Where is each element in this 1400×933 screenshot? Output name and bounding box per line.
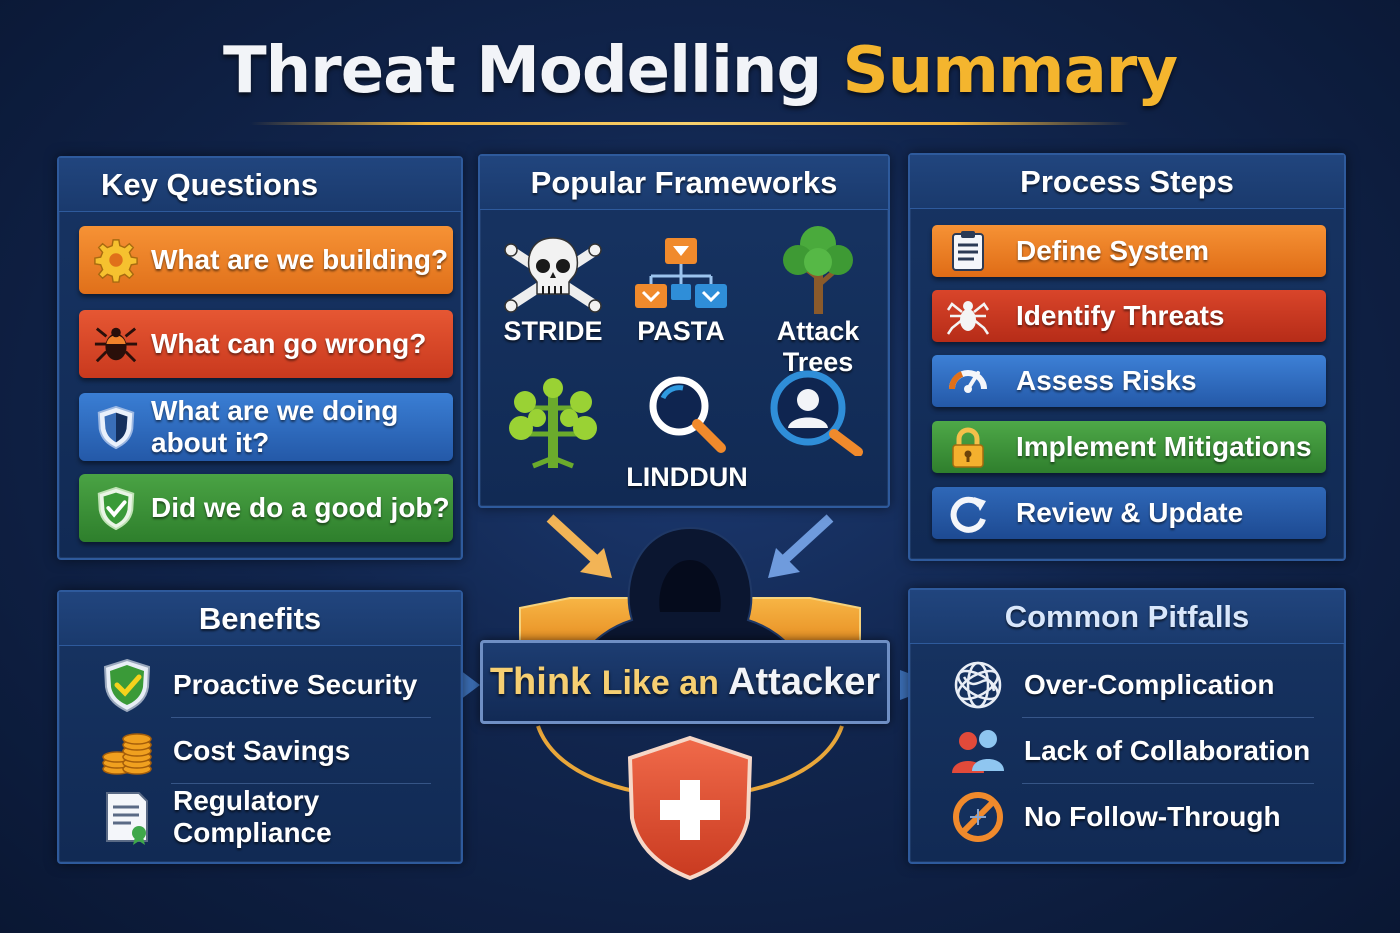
hooded-attacker-icon	[585, 526, 795, 651]
framework-linddun: LINDDUN	[622, 368, 752, 493]
step-identify-threats-label: Identify Threats	[1016, 300, 1225, 331]
check-shield-icon	[103, 658, 151, 713]
step-review-update: Review & Update	[932, 487, 1326, 539]
flowchart-icon	[635, 238, 727, 308]
benefit-cost-savings-label: Cost Savings	[173, 735, 351, 766]
benefit-proactive-security-label: Proactive Security	[173, 669, 418, 700]
question-good-job-label: Did we do a good job?	[151, 492, 450, 523]
row-divider	[1022, 717, 1314, 718]
pitfall-no-follow-through-label: No Follow-Through	[1024, 801, 1281, 832]
banner-part-2: Like an	[601, 664, 719, 702]
question-good-job: Did we do a good job?	[79, 474, 453, 542]
benefit-regulatory-compliance: Regulatory Compliance	[99, 784, 431, 850]
benefits-heading: Benefits	[59, 592, 461, 646]
frameworks-heading: Popular Frameworks	[480, 156, 888, 210]
spider-icon	[946, 301, 990, 335]
benefit-cost-savings: Cost Savings	[99, 718, 431, 784]
pitfall-over-complication: Over-Complication	[950, 652, 1314, 718]
bug-icon	[94, 327, 138, 363]
page-title: Threat Modelling Summary	[0, 34, 1400, 108]
step-define-system-label: Define System	[1016, 235, 1209, 266]
tree-icon	[783, 226, 853, 314]
key-questions-panel: Key Questions What are we building? What…	[57, 156, 463, 560]
padlock-icon	[952, 427, 984, 468]
question-doing: What are we doing about it?	[79, 393, 453, 461]
arrow-right-icon	[768, 514, 834, 578]
title-underline	[250, 122, 1130, 125]
pitfall-lack-collaboration: Lack of Collaboration	[950, 718, 1314, 784]
question-doing-label: What are we doing about it?	[151, 395, 399, 458]
pitfall-no-follow-through: No Follow-Through	[950, 784, 1314, 850]
skull-crossbones-icon	[504, 237, 602, 313]
benefits-panel: Benefits Proactive Security Cost Savings…	[57, 590, 463, 864]
arrow-left-icon	[546, 514, 612, 578]
question-wrong-label: What can go wrong?	[151, 328, 427, 359]
framework-pasta-label: PASTA	[637, 316, 725, 346]
process-panel: Process Steps Define System Identify Thr…	[908, 153, 1346, 561]
user-search-icon	[770, 370, 863, 456]
question-wrong: What can go wrong?	[79, 310, 453, 378]
key-questions-heading: Key Questions	[59, 158, 461, 212]
process-heading: Process Steps	[910, 155, 1344, 209]
pitfall-lack-collaboration-label: Lack of Collaboration	[1024, 735, 1311, 766]
gauge-icon	[948, 370, 987, 393]
tangle-icon	[954, 661, 1002, 709]
pitfalls-panel: Common Pitfalls Over-Complication Lack o…	[908, 588, 1346, 864]
clipboard-icon	[952, 231, 984, 271]
medical-shield-icon	[627, 735, 753, 881]
framework-attack-trees: Attack Trees	[748, 222, 888, 378]
benefit-regulatory-compliance-label: Regulatory Compliance	[173, 785, 332, 848]
framework-branch-tree	[488, 378, 618, 476]
framework-user-search	[750, 366, 880, 458]
banner-part-3: Attacker	[728, 661, 881, 703]
step-define-system: Define System	[932, 225, 1326, 277]
framework-stride-label: STRIDE	[503, 316, 603, 346]
step-assess-risks: Assess Risks	[932, 355, 1326, 407]
refresh-icon	[950, 496, 986, 533]
certificate-icon	[106, 792, 148, 845]
prohibited-icon	[953, 792, 1003, 842]
banner-part-1: Think	[489, 661, 592, 703]
question-building: What are we building?	[79, 226, 453, 294]
question-building-label: What are we building?	[151, 244, 449, 275]
framework-linddun-label: LINDDUN	[626, 462, 748, 492]
framework-pasta: PASTA	[616, 232, 746, 347]
gear-icon	[94, 239, 138, 283]
magnifier-icon	[649, 376, 726, 453]
row-divider	[171, 717, 431, 718]
pitfalls-heading: Common Pitfalls	[910, 590, 1344, 644]
branch-tree-icon	[509, 378, 597, 469]
step-implement-mitigations: Implement Mitigations	[932, 421, 1326, 473]
pitfall-over-complication-label: Over-Complication	[1024, 669, 1275, 700]
step-assess-risks-label: Assess Risks	[1016, 365, 1197, 396]
title-part-2: Summary	[842, 34, 1178, 108]
benefit-proactive-security: Proactive Security	[99, 652, 431, 718]
step-implement-mitigations-label: Implement Mitigations	[1016, 431, 1312, 462]
title-part-1: Threat Modelling	[222, 34, 822, 108]
framework-stride: STRIDE	[488, 232, 618, 347]
people-icon	[952, 730, 1004, 773]
row-divider	[1022, 783, 1314, 784]
frameworks-panel: Popular Frameworks STRIDE	[478, 154, 890, 508]
step-review-update-label: Review & Update	[1016, 497, 1244, 528]
row-divider	[171, 783, 431, 784]
shield-icon	[97, 405, 135, 450]
check-shield-icon	[97, 486, 135, 531]
coins-icon	[102, 733, 152, 775]
step-identify-threats: Identify Threats	[932, 290, 1326, 342]
think-like-attacker-banner: Think Like an Attacker	[480, 640, 890, 724]
